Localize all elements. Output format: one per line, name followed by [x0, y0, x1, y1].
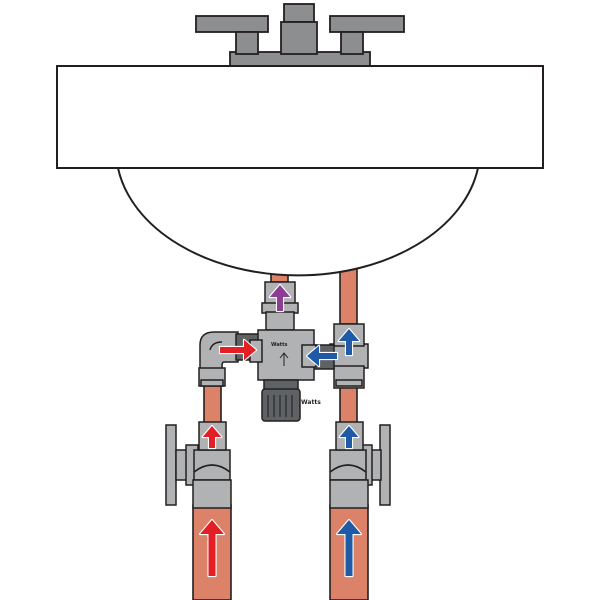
cold-lower-riser	[339, 384, 358, 426]
faucet-left-stem	[235, 31, 259, 55]
faucet-right-handle	[329, 15, 405, 33]
cold-stop-valve	[329, 421, 391, 509]
body-marking: Watts	[271, 342, 287, 348]
hot-riser-pipe	[203, 384, 222, 426]
sink-bowl	[116, 167, 480, 277]
flow-arrows	[199, 283, 362, 578]
hot-stop-valve	[165, 421, 232, 509]
faucet-left-handle	[195, 15, 269, 33]
cap-ridges	[267, 395, 293, 417]
faucet-neck	[280, 21, 318, 55]
cold-to-valve-arrow	[338, 424, 360, 450]
faucet-spout	[283, 3, 315, 23]
sink	[56, 65, 544, 277]
hot-valve-lower-nut	[192, 479, 232, 509]
hot-to-valve-arrow	[201, 424, 223, 450]
faucet-right-stem	[340, 31, 364, 55]
hot-supply-arrow	[199, 518, 225, 578]
cold-valve-lower-nut	[329, 479, 369, 509]
sink-rim	[56, 65, 544, 169]
mixing-upper-body	[265, 311, 295, 331]
body-flow-arrow	[279, 352, 289, 366]
hot-elbow-inner-curve	[209, 341, 223, 351]
hot-valve-curve	[193, 464, 231, 473]
mixed-out-arrow	[268, 283, 292, 313]
cold-riser-arrow	[337, 327, 361, 357]
hot-into-mixer-arrow	[218, 338, 258, 362]
cold-valve-curve	[329, 464, 367, 473]
cold-tee-ring	[335, 379, 363, 387]
faucet	[195, 3, 405, 69]
hot-valve-handle[interactable]	[165, 424, 177, 506]
brand-label: Watts	[301, 399, 321, 406]
cold-supply-arrow	[336, 518, 362, 578]
hot-elbow-ring	[200, 379, 224, 387]
mixing-valve: Watts Watts	[249, 281, 321, 422]
cold-into-mixer-arrow	[305, 344, 339, 368]
